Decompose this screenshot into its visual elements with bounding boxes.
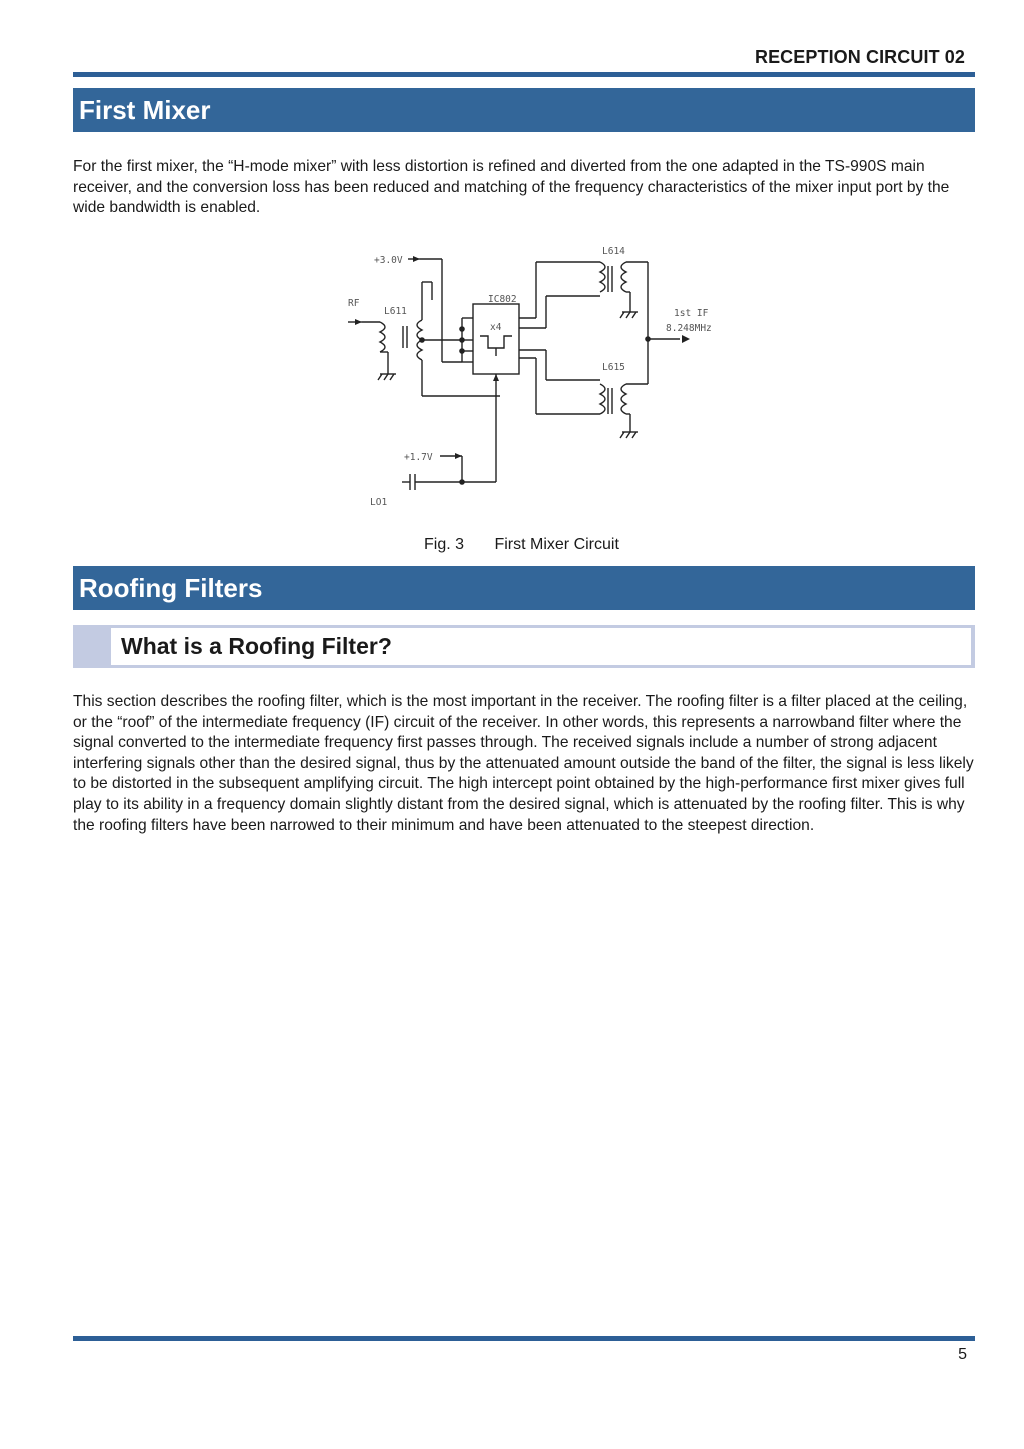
subsection-title: What is a Roofing Filter? — [111, 628, 971, 665]
running-header: RECEPTION CIRCUIT 02 — [754, 47, 965, 67]
label-x4: x4 — [490, 322, 502, 333]
page-number: 5 — [958, 1346, 967, 1363]
label-l611: L611 — [384, 306, 407, 317]
figure-title: First Mixer Circuit — [494, 536, 619, 553]
figure-caption: Fig. 3 First Mixer Circuit — [424, 536, 619, 554]
label-ic802: IC802 — [488, 294, 517, 305]
figure-number: Fig. 3 — [424, 536, 465, 553]
section-title-roofing-filters: Roofing Filters — [73, 566, 975, 610]
label-l614: L614 — [602, 246, 625, 257]
label-1v7: +1.7V — [404, 452, 433, 463]
first-mixer-circuit-diagram: +3.0V RF L611 IC802 x4 L614 L615 1st IF … — [348, 246, 712, 508]
label-3v0: +3.0V — [374, 255, 403, 266]
roofing-filter-paragraph: This section describes the roofing filte… — [73, 693, 974, 834]
footer-rule — [73, 1336, 975, 1341]
label-if-frequency: 8.248MHz — [666, 323, 712, 334]
label-lo1: LO1 — [370, 497, 387, 508]
label-l615: L615 — [602, 362, 625, 373]
label-1st-if: 1st IF — [674, 308, 709, 319]
subsection-heading-box: What is a Roofing Filter? — [73, 625, 975, 668]
section-title-first-mixer: First Mixer — [73, 88, 975, 132]
label-rf: RF — [348, 298, 360, 309]
first-mixer-paragraph: For the first mixer, the “H-mode mixer” … — [73, 158, 950, 217]
header-rule — [73, 72, 975, 77]
